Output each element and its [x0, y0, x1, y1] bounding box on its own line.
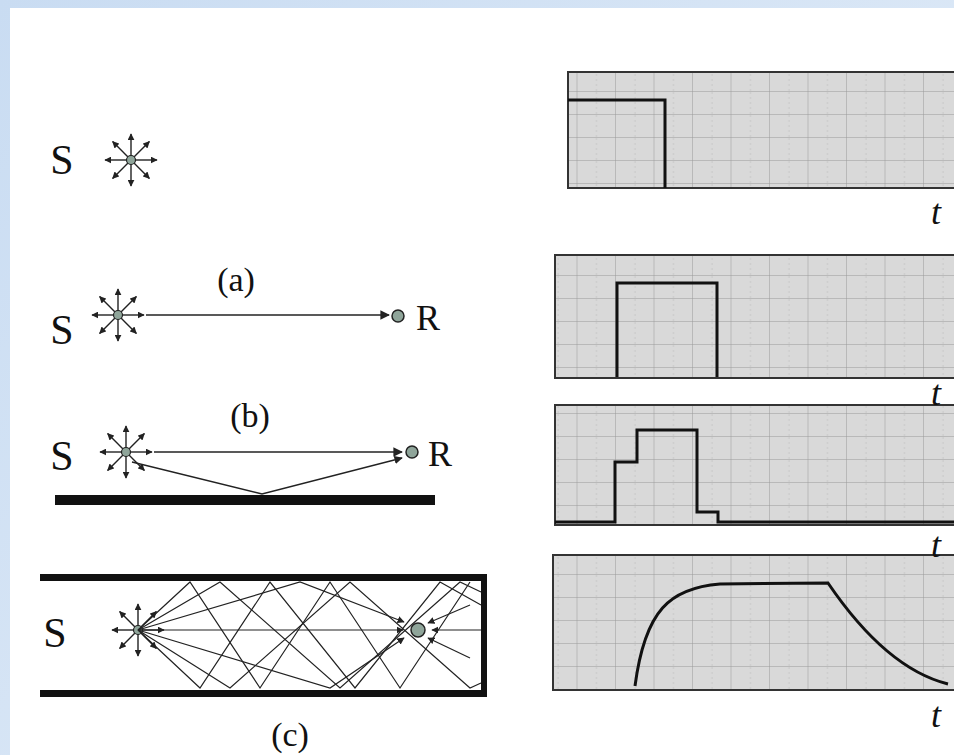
axis-label: t — [931, 527, 941, 563]
tube — [40, 574, 487, 697]
signal-graph — [553, 555, 954, 690]
direct-ray — [154, 451, 402, 453]
source-symbol — [105, 134, 157, 186]
reflecting-floor — [55, 495, 435, 505]
direct-ray — [146, 314, 389, 316]
case-label: (b) — [230, 399, 270, 433]
case-label: (c) — [271, 718, 309, 752]
receiver-label: R — [428, 436, 452, 472]
signal-graph — [555, 255, 954, 378]
receiver-symbol — [411, 623, 425, 637]
reflected-ray — [132, 458, 402, 494]
receiver-label: R — [416, 300, 440, 336]
source-label: S — [50, 435, 73, 477]
reflected-rays — [138, 582, 481, 688]
source-symbol — [92, 289, 144, 341]
source-label: S — [43, 612, 66, 654]
source-label: S — [50, 309, 73, 351]
case-label: (a) — [217, 263, 255, 297]
axis-label: t — [931, 697, 941, 733]
signal-graph — [555, 405, 954, 525]
receiver-symbol — [406, 446, 418, 458]
source-label: S — [50, 139, 73, 181]
axis-label: t — [931, 375, 941, 411]
signal-graph — [568, 72, 954, 188]
source-symbol — [100, 426, 152, 478]
axis-label: t — [931, 194, 941, 230]
receiver-symbol — [392, 310, 404, 322]
